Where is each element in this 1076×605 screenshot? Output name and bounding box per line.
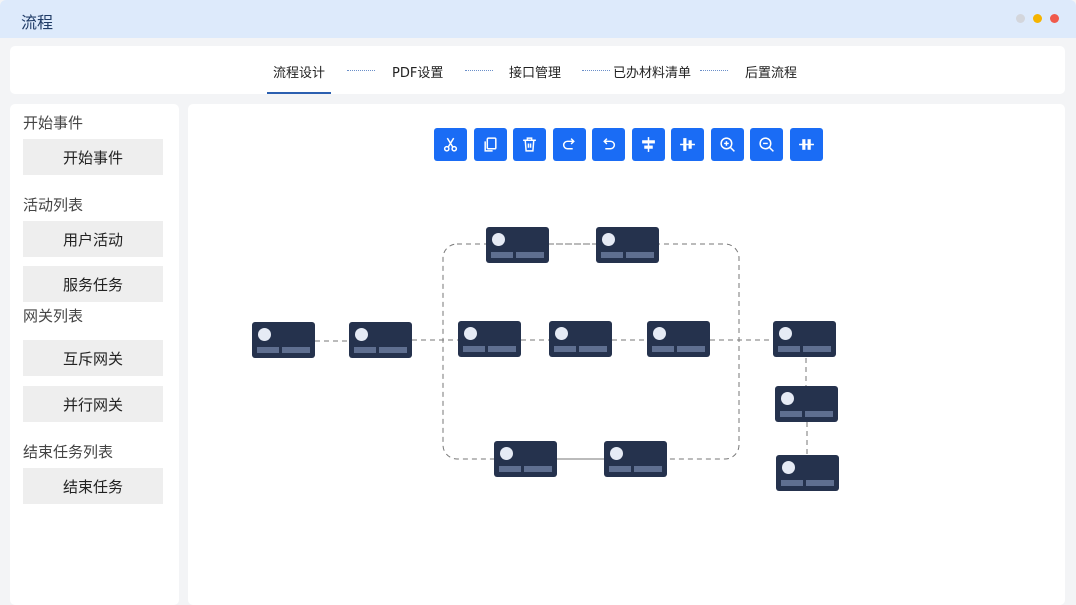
copy-button[interactable]	[473, 128, 507, 161]
flow-node[interactable]	[596, 227, 659, 263]
step-flow-design[interactable]: 流程设计	[266, 62, 332, 94]
step-connector	[700, 70, 728, 71]
palette-item-user-activity[interactable]: 用户活动	[23, 221, 163, 257]
flow-node[interactable]	[494, 441, 557, 477]
step-completed-materials[interactable]: 已办材料清单	[613, 66, 692, 81]
palette-item-end-task[interactable]: 结束任务	[23, 468, 163, 504]
close-dot-icon[interactable]	[1050, 14, 1059, 23]
flow-node[interactable]	[252, 322, 315, 358]
undo-button[interactable]	[592, 128, 625, 161]
flow-node[interactable]	[486, 227, 549, 263]
palette-item-exclusive-gateway[interactable]: 互斥网关	[23, 340, 163, 376]
flow-node[interactable]	[549, 321, 612, 357]
step-connector	[582, 70, 610, 71]
minimize-dot-icon[interactable]	[1016, 14, 1025, 23]
canvas-toolbar	[434, 128, 829, 161]
zoom-out-icon	[759, 137, 774, 152]
align-horizontal-button[interactable]	[631, 128, 665, 161]
flow-canvas[interactable]	[188, 104, 1065, 605]
undo-icon	[603, 138, 616, 150]
cut-icon	[443, 137, 458, 152]
parallel-branch-frame	[442, 243, 740, 460]
redo-icon	[562, 138, 575, 150]
distribute-icon	[798, 139, 814, 150]
palette-item-start-event[interactable]: 开始事件	[23, 139, 163, 175]
delete-button[interactable]	[513, 128, 546, 161]
group-title-activities: 活动列表	[23, 196, 84, 214]
flow-node[interactable]	[604, 441, 667, 477]
group-title-start-events: 开始事件	[23, 114, 84, 132]
flow-connections	[315, 243, 808, 460]
window-controls	[1016, 14, 1059, 23]
palette-item-parallel-gateway[interactable]: 并行网关	[23, 386, 163, 422]
maximize-dot-icon[interactable]	[1033, 14, 1042, 23]
flow-node[interactable]	[775, 386, 838, 422]
flow-node[interactable]	[647, 321, 710, 357]
zoom-in-button[interactable]	[710, 128, 744, 161]
step-connector	[465, 70, 493, 71]
group-title-end-tasks: 结束任务列表	[23, 443, 114, 461]
align-vertical-button[interactable]	[671, 128, 704, 161]
step-connector	[347, 70, 375, 71]
flow-node[interactable]	[773, 321, 836, 357]
palette-item-service-task[interactable]: 服务任务	[23, 266, 163, 302]
flow-node[interactable]	[349, 322, 412, 358]
flow-node[interactable]	[458, 321, 521, 357]
step-navigation: 流程设计 PDF设置 接口管理 已办材料清单 后置流程	[10, 46, 1065, 94]
redo-button[interactable]	[552, 128, 586, 161]
cut-button[interactable]	[434, 128, 467, 161]
window-title: 流程	[21, 13, 54, 32]
window-titlebar: 流程	[0, 0, 1076, 38]
zoom-out-button[interactable]	[750, 128, 783, 161]
align-horizontal-icon	[641, 137, 655, 152]
delete-icon	[523, 137, 536, 152]
step-pdf-settings[interactable]: PDF设置	[392, 66, 444, 81]
distribute-button[interactable]	[789, 128, 823, 161]
step-interface-management[interactable]: 接口管理	[509, 66, 562, 81]
flow-node[interactable]	[776, 455, 839, 491]
step-post-process[interactable]: 后置流程	[745, 66, 798, 81]
align-vertical-icon	[680, 138, 695, 151]
group-title-gateways: 网关列表	[23, 307, 84, 325]
zoom-in-icon	[719, 137, 735, 152]
element-palette: 开始事件 开始事件 活动列表 用户活动 服务任务 网关列表 互斥网关 并行网关 …	[10, 104, 179, 605]
copy-icon	[483, 137, 497, 152]
